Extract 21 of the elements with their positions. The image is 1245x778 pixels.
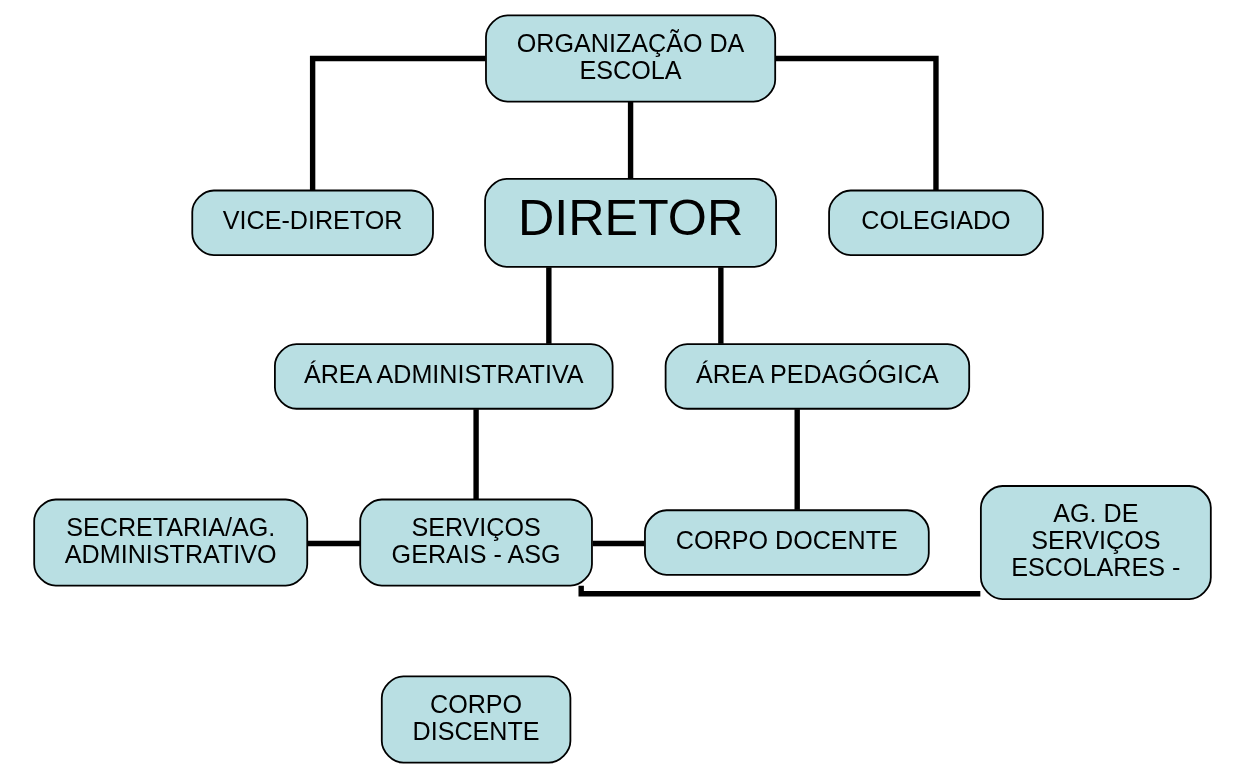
node-box: DIRETOR xyxy=(484,177,777,268)
connector xyxy=(309,55,486,191)
node-box: SERVIÇOS GERAIS - ASG xyxy=(359,498,593,587)
connector xyxy=(775,55,939,191)
node-box: ÁREA ADMINISTRATIVA xyxy=(274,343,614,410)
connector xyxy=(473,409,479,500)
connector xyxy=(307,540,361,547)
connector xyxy=(592,540,645,547)
connector xyxy=(794,409,800,510)
connector xyxy=(546,267,552,344)
node-box: VICE-DIRETOR xyxy=(191,189,434,257)
connector xyxy=(578,585,981,597)
node-box: CORPO DISCENTE xyxy=(380,675,572,764)
node-box: AG. DE SERVIÇOS ESCOLARES - xyxy=(980,485,1212,601)
node-box: ÁREA PEDAGÓGICA xyxy=(664,343,971,410)
connector xyxy=(718,267,724,344)
connector xyxy=(627,101,634,179)
node-box: ORGANIZAÇÃO DA ESCOLA xyxy=(485,14,777,103)
node-box: COLEGIADO xyxy=(828,189,1044,257)
node-box: SECRETARIA/AG. ADMINISTRATIVO xyxy=(33,498,309,587)
node-box: CORPO DOCENTE xyxy=(644,509,930,576)
